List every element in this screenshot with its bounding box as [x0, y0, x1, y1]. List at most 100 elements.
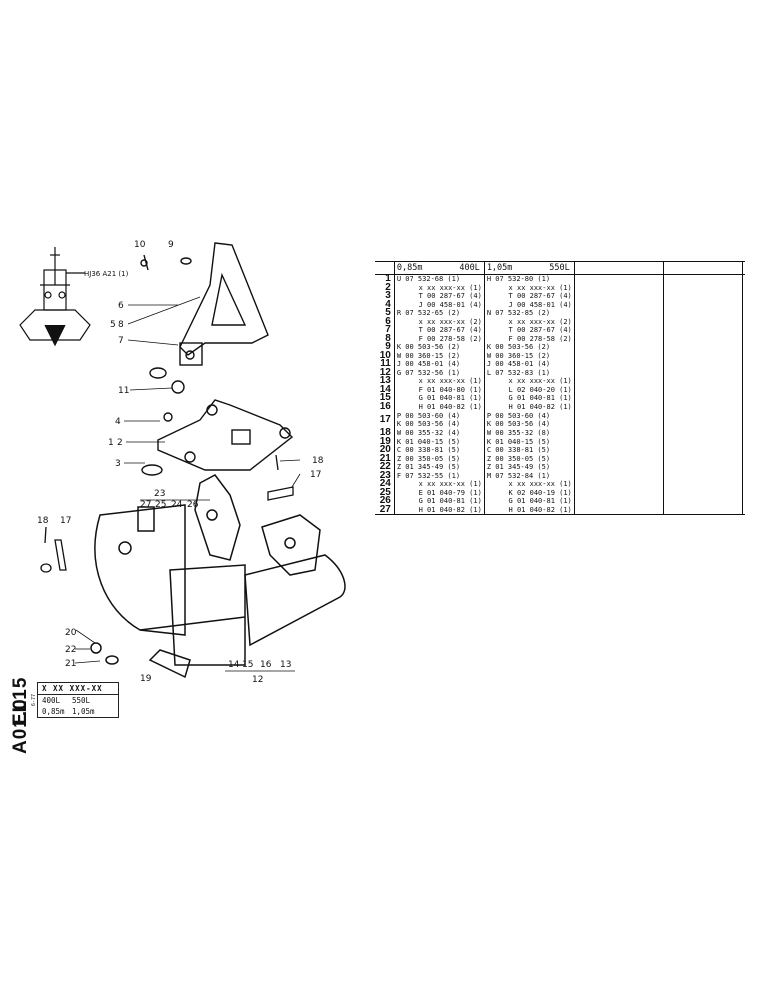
callout-14: 14	[228, 660, 240, 670]
part-400l: R 07 532-65 (2)	[394, 309, 485, 318]
callout-17-top: 17	[310, 470, 321, 480]
clamshell-bucket	[90, 474, 346, 679]
part-400l-text: H 01 040-82 (1)	[418, 505, 482, 514]
item-number: 21	[375, 453, 395, 463]
side-code: EL15 A01.0	[6, 640, 34, 754]
empty-col-4	[663, 309, 744, 318]
empty-col-3	[574, 292, 664, 301]
part-550l: K 02 040-19 (1)	[484, 488, 575, 497]
callout-13: 13	[280, 660, 291, 670]
code-box: 6-77 X XX XXX-XX 400L 550L 0,85m 1,05m	[31, 682, 119, 718]
part-550l-text: H 07 532-80 (1)	[486, 275, 551, 283]
callout-22: 22	[65, 645, 76, 655]
empty-col-3	[574, 360, 664, 369]
part-400l: x xx xxx-xx (1)	[394, 283, 485, 292]
item-number-text: 23	[379, 469, 391, 481]
part-550l-text: C 00 338-81 (5)	[486, 446, 551, 454]
part-550l: Z 00 350-05 (5)	[484, 454, 575, 463]
part-400l: Z 00 350-05 (5)	[394, 454, 485, 463]
empty-col-5	[743, 411, 746, 429]
callout-1: 1	[108, 438, 114, 448]
empty-col-3	[574, 274, 664, 284]
part-400l: K 01 040-15 (5)	[394, 437, 485, 446]
empty-col-5	[743, 326, 746, 335]
item-number-text: 16	[379, 400, 391, 412]
empty-col-5	[743, 369, 746, 378]
empty-col-4	[663, 480, 744, 489]
item-number-text: 2	[385, 281, 391, 293]
callout-25: 25	[155, 500, 166, 510]
item-number: 8	[375, 333, 395, 343]
callout-18-top: 18	[312, 456, 324, 466]
empty-col-5	[743, 386, 746, 395]
empty-col-5	[743, 377, 746, 386]
part-550l: Z 01 345-49 (5)	[484, 463, 575, 472]
part-400l-text: Z 00 350-05 (5)	[396, 454, 461, 463]
item-number-text: 25	[379, 486, 391, 498]
item-number: 23	[375, 469, 395, 481]
part-550l-text: G 01 040-81 (1)	[508, 497, 572, 505]
part-550l: x xx xxx-xx (2)	[484, 317, 575, 326]
part-550l-text: G 01 040-81 (1)	[508, 394, 572, 402]
part-550l: F 00 278-58 (2)	[484, 334, 575, 343]
part-550l: H 01 040-82 (1)	[484, 402, 575, 411]
item-number-text: 3	[385, 290, 391, 301]
item-number: 10	[375, 350, 395, 360]
empty-col-4	[663, 385, 744, 394]
item-number-text: 18	[379, 427, 391, 438]
empty-col-5	[743, 275, 746, 284]
item-number-text: 24	[379, 478, 391, 489]
empty-col-4	[663, 471, 744, 480]
part-400l-text: G 01 040-81 (1)	[418, 394, 482, 402]
part-550l-text: x xx xxx-xx (1)	[508, 283, 572, 292]
empty-col-3	[574, 309, 664, 318]
part-550l: x xx xxx-xx (1)	[484, 377, 575, 386]
part-550l: x xx xxx-xx (1)	[484, 283, 575, 292]
part-550l-text: K 01 040-15 (5)	[486, 437, 551, 446]
empty-col-3	[574, 402, 664, 411]
empty-col-4	[663, 488, 744, 497]
item-number-text: 14	[379, 383, 391, 395]
code-box-capacity-row: 400L 550L	[38, 695, 118, 706]
item-number: 9	[375, 342, 395, 352]
part-400l: G 01 040-81 (1)	[394, 497, 485, 506]
item-number: 12	[375, 367, 395, 377]
part-400l: W 00 355-32 (4)	[394, 429, 485, 438]
part-400l-text: G 01 040-81 (1)	[418, 497, 482, 505]
callout-21: 21	[65, 659, 76, 669]
code-note: 6-77	[31, 693, 38, 707]
code-box-header: X XX XXX-XX	[38, 683, 118, 695]
callout-15: 15	[242, 660, 253, 670]
part-550l: L 02 040-20 (1)	[484, 385, 575, 394]
capacity-550: 550L	[72, 696, 91, 705]
callout-23: 23	[154, 489, 165, 499]
part-400l-text: K 01 040-15 (5)	[396, 437, 461, 446]
part-550l: W 00 360-15 (2)	[484, 351, 575, 360]
part-400l: x xx xxx-xx (1)	[394, 480, 485, 489]
item-number: 20	[375, 445, 395, 455]
empty-col-5	[743, 318, 746, 327]
part-400l: P 00 503-60 (4)K 00 503-56 (4)	[394, 411, 485, 429]
item-number-text: 6	[385, 315, 391, 327]
empty-col-3	[574, 300, 664, 309]
empty-col-4	[663, 351, 744, 360]
empty-col-5	[743, 352, 746, 361]
part-400l-text: U 07 532-68 (1)	[396, 275, 461, 283]
code-box-size-row: 0,85m 1,05m	[38, 706, 118, 717]
part-400l: F 07 532-55 (1)	[394, 471, 485, 480]
part-550l: K 00 503-56 (2)	[484, 343, 575, 352]
item-number-text: 7	[385, 324, 391, 335]
empty-col-3	[574, 463, 664, 472]
part-550l-text: W 00 355-32 (8)	[486, 429, 551, 437]
